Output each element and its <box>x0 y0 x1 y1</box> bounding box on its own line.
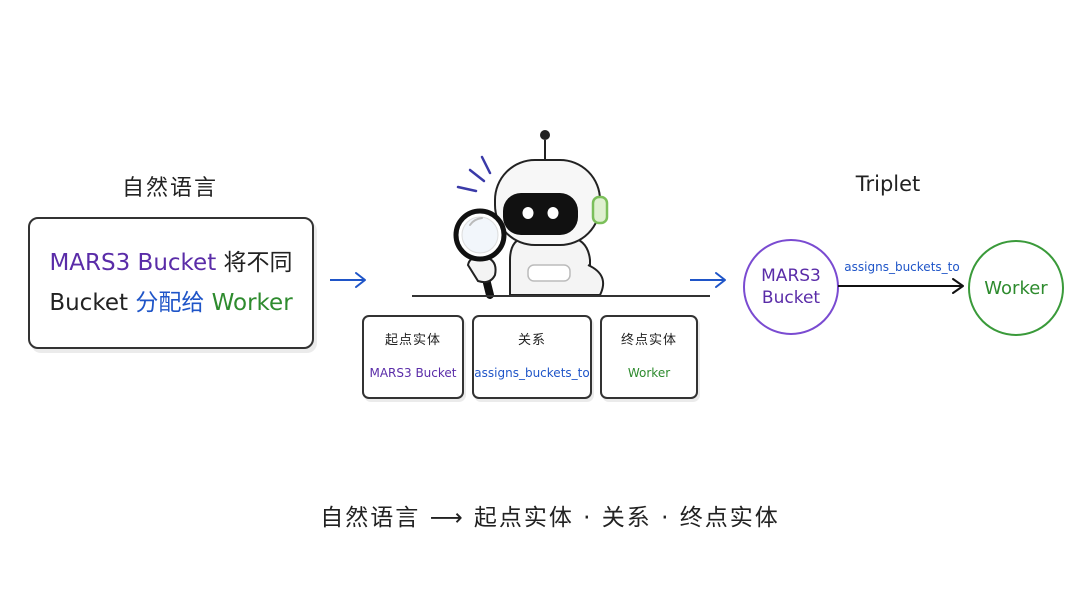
card-header: 终点实体 <box>620 333 677 348</box>
card-value: assigns_buckets_to <box>474 366 590 380</box>
triplet-relation-label: assigns_buckets_to <box>844 260 960 274</box>
card-source-entity: 起点实体 MARS3 Bucket <box>362 315 464 399</box>
desk-line <box>412 295 710 297</box>
nl-source-entity: MARS3 Bucket <box>49 250 217 276</box>
card-value: MARS3 Bucket <box>369 366 457 380</box>
nl-target-entity: Worker <box>211 290 293 316</box>
nl-relation: 分配给 <box>135 290 205 316</box>
card-value: Worker <box>627 366 671 380</box>
nl-line-2: Bucket 分配给 Worker <box>49 283 292 323</box>
triplet-edge-arrow <box>838 278 964 294</box>
natural-language-box: MARS3 Bucket 将不同 Bucket 分配给 Worker <box>28 217 314 349</box>
triplet-source-node: MARS3 Bucket <box>743 239 839 335</box>
card-header: 起点实体 <box>384 333 441 348</box>
card-header: 关系 <box>517 333 546 348</box>
triplet-source-label: MARS3 Bucket <box>761 266 821 308</box>
robot-illustration <box>453 130 609 299</box>
arrow-right-icon <box>690 272 726 288</box>
card-relation: 关系 assigns_buckets_to <box>472 315 592 399</box>
nl-text-1: 将不同 <box>223 250 293 276</box>
nl-line-1: MARS3 Bucket 将不同 <box>49 243 292 283</box>
natural-language-title: 自然语言 <box>121 176 218 201</box>
nl-text-2: Bucket <box>49 290 128 316</box>
card-target-entity: 终点实体 Worker <box>600 315 698 399</box>
footer-summary: 自然语言 ⟶ 起点实体 · 关系 · 终点实体 <box>320 505 780 531</box>
triplet-title: Triplet <box>855 172 921 196</box>
arrow-right-icon <box>330 272 366 288</box>
triplet-target-node: Worker <box>968 240 1064 336</box>
triplet-target-label: Worker <box>984 277 1048 299</box>
